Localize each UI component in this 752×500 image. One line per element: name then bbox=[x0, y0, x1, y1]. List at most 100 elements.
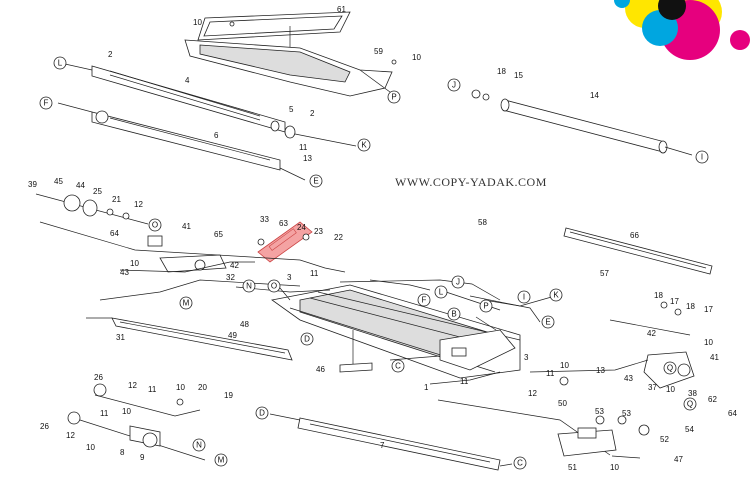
part-label: 66 bbox=[630, 231, 639, 240]
part-label: 64 bbox=[110, 229, 119, 238]
part-label: 12 bbox=[134, 200, 143, 209]
part-label: 13 bbox=[303, 154, 312, 163]
part-label: 23 bbox=[314, 227, 323, 236]
svg-text:J: J bbox=[452, 81, 456, 90]
svg-text:J: J bbox=[456, 278, 460, 287]
part-label: 10 bbox=[560, 361, 569, 370]
callout-B: B bbox=[447, 307, 461, 321]
part-label: 7 bbox=[380, 441, 385, 450]
svg-text:I: I bbox=[523, 293, 525, 302]
part-label: 10 bbox=[704, 338, 713, 347]
svg-text:P: P bbox=[391, 93, 396, 102]
callout-Q: Q bbox=[663, 361, 677, 375]
svg-text:C: C bbox=[395, 362, 401, 371]
part-label: 46 bbox=[316, 365, 325, 374]
svg-text:B: B bbox=[451, 310, 456, 319]
part-label: 12 bbox=[128, 381, 137, 390]
part-label: 18 bbox=[654, 291, 663, 300]
part-label: 11 bbox=[148, 385, 157, 394]
part-label: 18 bbox=[686, 302, 695, 311]
part-label: 42 bbox=[647, 329, 656, 338]
part-label: 10 bbox=[666, 385, 675, 394]
part-label: 32 bbox=[226, 273, 235, 282]
part-label: 15 bbox=[514, 71, 523, 80]
part-label: 52 bbox=[660, 435, 669, 444]
part-label: 3 bbox=[524, 353, 529, 362]
part-label: 41 bbox=[710, 353, 719, 362]
part-label: 43 bbox=[120, 268, 129, 277]
callout-O: O bbox=[148, 218, 162, 232]
right-bracket bbox=[529, 301, 695, 389]
shaft-7 bbox=[269, 413, 513, 471]
svg-text:D: D bbox=[259, 409, 265, 418]
rail-66 bbox=[563, 227, 713, 275]
svg-text:K: K bbox=[553, 291, 559, 300]
svg-text:C: C bbox=[517, 459, 523, 468]
part-label: 48 bbox=[240, 320, 249, 329]
svg-text:F: F bbox=[44, 99, 49, 108]
shaft-4 bbox=[64, 63, 357, 147]
svg-text:D: D bbox=[304, 335, 310, 344]
main-frame bbox=[235, 279, 611, 456]
part-label: 10 bbox=[86, 443, 95, 452]
part-label: 10 bbox=[130, 259, 139, 268]
part-label: 25 bbox=[93, 187, 102, 196]
part-label: 11 bbox=[310, 269, 319, 278]
part-label: 3 bbox=[287, 273, 292, 282]
top-cover-assembly bbox=[184, 11, 397, 97]
callout-O: O bbox=[267, 279, 281, 293]
callout-L: L bbox=[53, 56, 67, 70]
part-label: 10 bbox=[122, 407, 131, 416]
part-label: 2 bbox=[108, 50, 113, 59]
part-label: 11 bbox=[546, 369, 555, 378]
callout-J: J bbox=[447, 78, 461, 92]
part-label: 65 bbox=[214, 230, 223, 239]
part-label: 2 bbox=[310, 109, 315, 118]
part-label: 57 bbox=[600, 269, 609, 278]
svg-text:M: M bbox=[218, 456, 225, 465]
svg-text:L: L bbox=[439, 288, 444, 297]
part-label: 51 bbox=[568, 463, 577, 472]
part-label: 11 bbox=[100, 409, 109, 418]
cmyk-logo bbox=[614, 0, 750, 60]
part-label: 13 bbox=[596, 366, 605, 375]
lower-right-bracket bbox=[557, 415, 650, 459]
watermark-text: WWW.COPY-YADAK.COM bbox=[395, 175, 547, 189]
part-label: 10 bbox=[176, 383, 185, 392]
part-label: 47 bbox=[674, 455, 683, 464]
callout-K: K bbox=[357, 138, 371, 152]
part-label: 21 bbox=[112, 195, 121, 204]
callout-P: P bbox=[387, 90, 401, 104]
part-label: 19 bbox=[224, 391, 233, 400]
part-label: 41 bbox=[182, 222, 191, 231]
part-label: 24 bbox=[297, 223, 306, 232]
svg-text:Q: Q bbox=[687, 400, 693, 409]
callout-D: D bbox=[255, 406, 269, 420]
part-label: 12 bbox=[66, 431, 75, 440]
callout-N: N bbox=[242, 279, 256, 293]
svg-text:E: E bbox=[545, 318, 550, 327]
callout-M: M bbox=[179, 296, 193, 310]
part-label: 45 bbox=[54, 177, 63, 186]
part-label: 20 bbox=[198, 383, 207, 392]
part-label: 59 bbox=[374, 47, 383, 56]
roller-14 bbox=[471, 89, 693, 156]
part-label: 10 bbox=[412, 53, 421, 62]
part-label: 44 bbox=[76, 181, 85, 190]
part-label: 62 bbox=[708, 395, 717, 404]
part-label: 14 bbox=[590, 91, 599, 100]
part-label: 9 bbox=[140, 453, 145, 462]
callout-D: D bbox=[300, 332, 314, 346]
callout-I: I bbox=[517, 290, 531, 304]
part-label: 1 bbox=[424, 383, 429, 392]
part-label: 63 bbox=[279, 219, 288, 228]
svg-text:N: N bbox=[246, 282, 252, 291]
svg-text:N: N bbox=[196, 441, 202, 450]
part-label: 38 bbox=[688, 389, 697, 398]
svg-text:M: M bbox=[183, 299, 190, 308]
callout-C: C bbox=[513, 456, 527, 470]
rail-31 bbox=[86, 317, 293, 361]
highlighted-part-24 bbox=[257, 221, 313, 263]
part-label: 31 bbox=[116, 333, 125, 342]
